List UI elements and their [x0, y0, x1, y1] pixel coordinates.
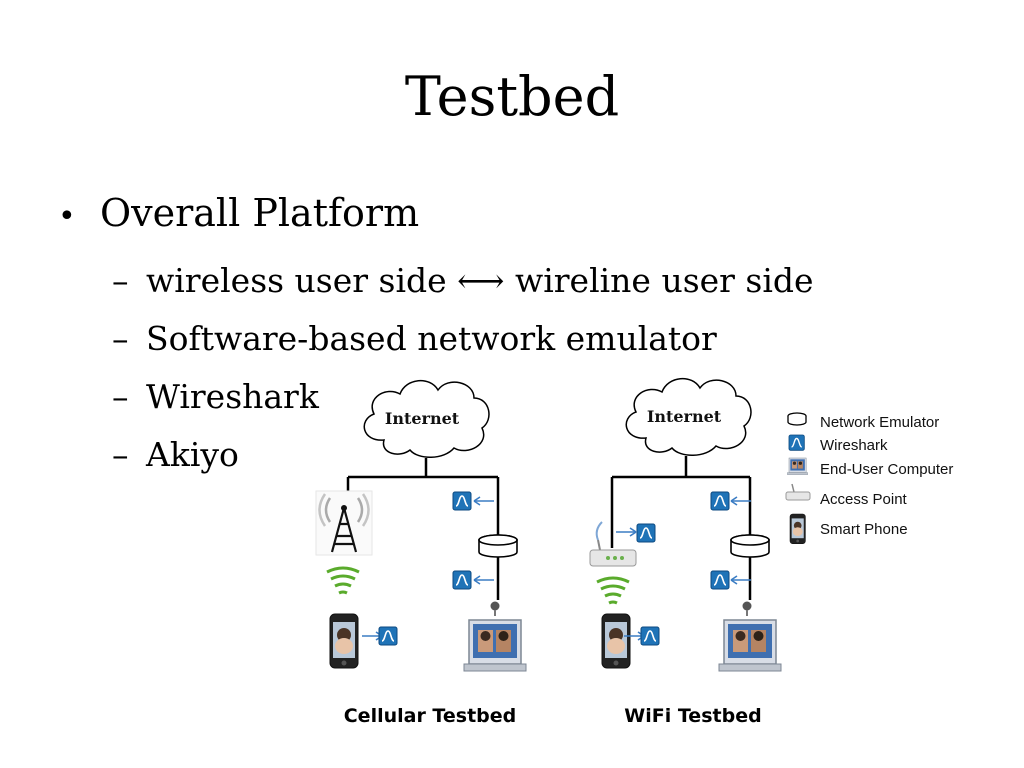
smart-phone-icon [789, 513, 806, 544]
legend-label: End-User Computer [820, 461, 953, 478]
legend: Network Emulator Wireshark End-User Comp… [785, 412, 953, 544]
legend-label: Smart Phone [820, 521, 908, 538]
cellular-caption: Cellular Testbed [344, 705, 517, 727]
wireshark-icon [378, 626, 398, 646]
bullet-dot: • [58, 199, 76, 234]
sub-bullet-text: wireless user side ⟷ wireline user side [146, 261, 814, 300]
wireshark-icon [710, 570, 730, 590]
legend-label: Wireshark [820, 437, 888, 454]
end-user-computer-icon [718, 619, 782, 672]
sub-bullet-item: –wireless user side ⟷ wireline user side [112, 261, 814, 300]
slide-title: Testbed [404, 65, 620, 128]
signal-waves-icon [595, 576, 631, 605]
arrow-icon [730, 496, 752, 506]
cloud-label: Internet [385, 409, 460, 428]
smart-phone-icon [601, 613, 631, 669]
cloud-label: Internet [647, 407, 722, 426]
webcam-icon [489, 600, 501, 617]
legend-item-end-user-computer: End-User Computer [787, 457, 953, 478]
end-user-computer-icon [463, 619, 527, 672]
arrow-icon [473, 496, 495, 506]
wireshark-icon [640, 626, 660, 646]
sub-bullet-item: –Wireshark [112, 377, 319, 416]
sub-bullet-item: –Software-based network emulator [112, 319, 717, 358]
network-emulator-icon [478, 534, 518, 558]
arrow-icon [730, 575, 752, 585]
sub-bullet-text: Akiyo [146, 435, 239, 474]
arrow-icon [473, 575, 495, 585]
access-point-icon [589, 521, 637, 567]
end-user-computer-icon [787, 457, 809, 476]
legend-item-access-point: Access Point [785, 483, 908, 508]
wireshark-icon [452, 491, 472, 511]
webcam-icon [741, 600, 753, 617]
sub-bullet-list: –wireless user side ⟷ wireline user side… [112, 252, 814, 484]
bullet-text: Overall Platform [100, 191, 420, 235]
wifi-testbed: Internet WiFi Testbed [589, 377, 782, 727]
smart-phone-icon [329, 613, 359, 669]
wireshark-icon [710, 491, 730, 511]
arrow-icon [615, 527, 637, 537]
signal-waves-icon [325, 566, 361, 595]
cell-tower-icon [315, 490, 373, 556]
legend-item-network-emulator: Network Emulator [787, 412, 939, 431]
sub-bullet-text: Wireshark [146, 377, 319, 416]
network-emulator-icon [787, 412, 807, 426]
wireshark-icon [452, 570, 472, 590]
bullet-overall-platform: • Overall Platform [58, 188, 419, 242]
wireshark-icon [636, 523, 656, 543]
legend-item-wireshark: Wireshark [788, 434, 888, 454]
network-emulator-icon [730, 534, 770, 558]
wifi-caption: WiFi Testbed [624, 705, 761, 727]
sub-bullet-item: –Akiyo [112, 435, 239, 474]
access-point-icon [785, 483, 811, 501]
wireshark-icon [788, 434, 805, 451]
cellular-testbed: Internet Cellular Testbed [315, 379, 527, 727]
sub-bullet-text: Software-based network emulator [146, 319, 717, 358]
legend-label: Network Emulator [820, 414, 939, 431]
legend-item-smart-phone: Smart Phone [789, 513, 908, 544]
legend-label: Access Point [820, 491, 908, 508]
